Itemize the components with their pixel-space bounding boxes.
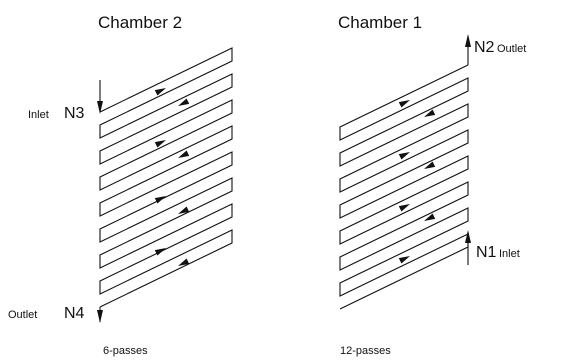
- flow-arrow-icon: [398, 204, 410, 212]
- chamber-1-caption: 12-passes: [340, 345, 391, 357]
- chamber-1-outlet-label: Outlet: [497, 43, 526, 55]
- chamber-2-outlet-nozzle: [97, 307, 103, 323]
- chamber-2-inlet-tag: N3: [64, 105, 85, 122]
- flow-arrow-icon: [424, 213, 436, 221]
- chamber-2-title: Chamber 2: [98, 13, 182, 32]
- chamber-1-inlet-nozzle: [465, 230, 471, 265]
- flow-arrow-icon: [424, 109, 436, 117]
- flow-arrow-icon: [154, 88, 166, 96]
- flow-arrow-icon: [398, 100, 410, 108]
- flow-arrow-icon: [178, 98, 190, 106]
- chamber-2-inlet-nozzle: [97, 80, 103, 114]
- flow-arrow-icon: [178, 206, 190, 214]
- chamber-1: Chamber 1 N2 Outlet N1 Inlet 12-passes: [338, 13, 526, 357]
- down-arrow-icon: [97, 310, 103, 323]
- chamber-2-outlet-tag: N4: [64, 305, 85, 322]
- chamber-2-inlet-label: Inlet: [28, 109, 49, 121]
- chamber-1-outlet-tag: N2: [474, 39, 495, 56]
- flow-arrow-icon: [154, 140, 166, 148]
- chamber-1-inlet-label: Inlet: [499, 248, 520, 260]
- flow-arrow-icon: [154, 196, 166, 204]
- flow-arrow-icon: [424, 161, 436, 169]
- chamber-2: Chamber 2 Inlet N3 Outlet N4 6-passe: [8, 13, 233, 357]
- chamber-1-title: Chamber 1: [338, 13, 422, 32]
- flow-arrow-icon: [178, 150, 190, 158]
- chamber-1-flow-arrows: [398, 100, 436, 264]
- chamber-2-tube-pass-path: [99, 47, 233, 308]
- chamber-2-outlet-label: Outlet: [8, 309, 37, 321]
- flow-arrow-icon: [154, 248, 166, 256]
- flow-arrow-icon: [178, 258, 190, 266]
- flow-arrow-icon: [398, 152, 410, 160]
- chamber-2-flow-arrows: [154, 88, 190, 266]
- chamber-1-inlet-tag: N1: [476, 244, 497, 261]
- chamber-1-outlet-nozzle: [465, 34, 471, 65]
- up-arrow-icon: [465, 230, 471, 243]
- chamber-2-caption: 6-passes: [103, 345, 148, 357]
- chamber-1-tube-pass-path: [339, 64, 469, 310]
- flow-arrow-icon: [398, 256, 410, 264]
- up-arrow-icon: [465, 34, 471, 47]
- down-arrow-icon: [97, 101, 103, 114]
